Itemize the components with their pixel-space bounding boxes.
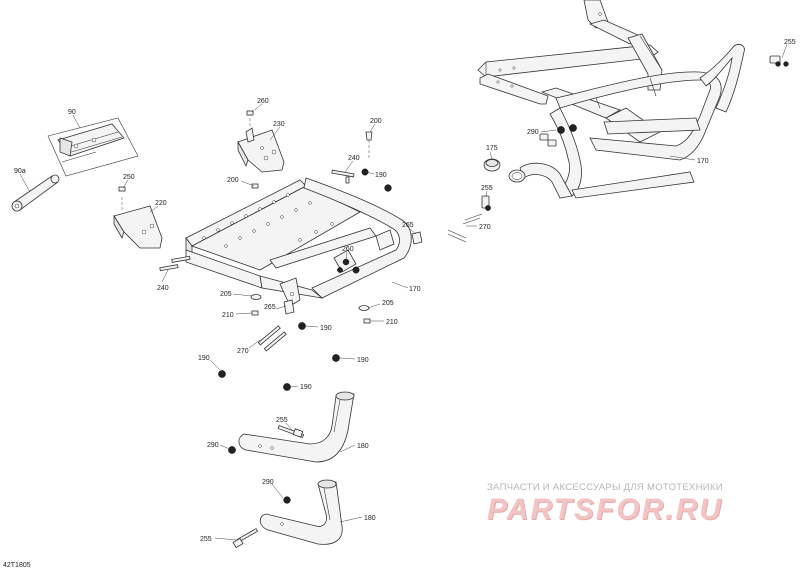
callout-205: 205 (220, 291, 232, 298)
frame-holes (202, 193, 334, 248)
callout-290: 290 (207, 442, 219, 449)
callout-190: 190 (300, 384, 312, 391)
callout-190: 190 (320, 325, 332, 332)
callout-250: 250 (123, 174, 135, 181)
rear-frame-part (477, 0, 745, 199)
callout-175: 175 (486, 145, 498, 152)
callout-200: 200 (227, 177, 239, 184)
callout-210: 210 (386, 319, 398, 326)
plug-175-part (483, 158, 501, 172)
callout-180: 180 (357, 443, 369, 450)
wrench-90a-part (11, 174, 60, 212)
tool-kit-90-part (47, 117, 139, 177)
watermark-tagline: ЗАПЧАСТИ И АКСЕССУАРЫ ДЛЯ МОТОТЕХНИКИ (487, 482, 723, 493)
callout-255: 255 (784, 39, 796, 46)
callout-270: 270 (479, 224, 491, 231)
callout-265: 265 (264, 304, 276, 311)
top-right-hardware (447, 55, 789, 243)
callout-265: 265 (402, 222, 414, 229)
callout-180: 180 (364, 515, 376, 522)
center-hardware (159, 131, 423, 391)
callout-90: 90 (68, 109, 76, 116)
callout-200: 200 (370, 118, 382, 125)
callout-190: 190 (198, 355, 210, 362)
callout-290: 290 (262, 479, 274, 486)
leader-lines (19, 43, 788, 541)
bracket-220-part (113, 186, 163, 249)
diagram-code: 42T1805 (3, 562, 31, 569)
callout-260: 260 (342, 246, 354, 253)
watermark-logo: PARTSFOR.RU (487, 493, 723, 526)
callout-260: 260 (257, 98, 269, 105)
callout-190: 190 (375, 172, 387, 179)
footrest-180-upper-part (228, 391, 355, 463)
front-frame-170-part (185, 177, 412, 307)
callout-240: 240 (157, 285, 169, 292)
callout-290: 290 (527, 129, 539, 136)
callout-255: 255 (276, 417, 288, 424)
callout-170: 170 (409, 286, 421, 293)
callout-230: 230 (273, 121, 285, 128)
callout-190: 190 (357, 357, 369, 364)
callout-240: 240 (348, 155, 360, 162)
bracket-230-part (237, 110, 285, 173)
callout-170: 170 (697, 158, 709, 165)
callout-255: 255 (481, 185, 493, 192)
footrest-180-lower-part (232, 479, 343, 549)
callout-90a: 90a (14, 168, 26, 175)
callout-210: 210 (222, 312, 234, 319)
callout-220: 220 (155, 200, 167, 207)
callout-labels: 255 260 230 200 90 240 190 290 175 170 9… (14, 39, 796, 543)
callout-270: 270 (237, 348, 249, 355)
watermark: ЗАПЧАСТИ И АКСЕССУАРЫ ДЛЯ МОТОТЕХНИКИ PA… (487, 482, 787, 527)
callout-255: 255 (200, 536, 212, 543)
callout-205: 205 (382, 300, 394, 307)
